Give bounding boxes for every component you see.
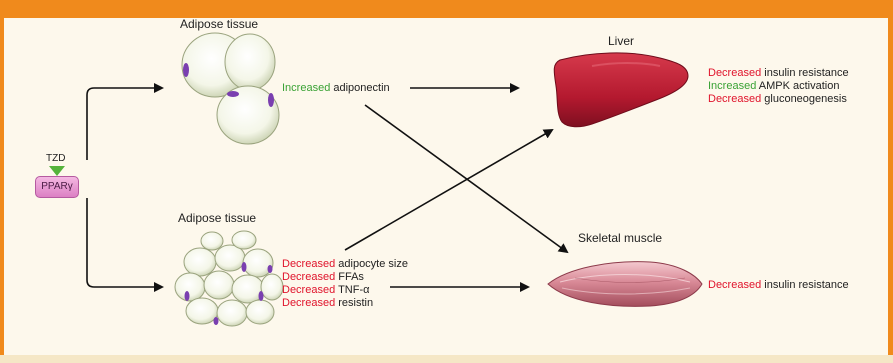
muscle-title: Skeletal muscle bbox=[578, 232, 662, 245]
tzd-arrow-icon bbox=[49, 166, 65, 176]
adipose-top-illustration bbox=[182, 33, 279, 144]
liver-effect: Increased AMPK activation bbox=[708, 80, 849, 93]
adipose-bottom-illustration bbox=[175, 231, 283, 326]
adipose-bottom-effect: Decreased adipocyte size bbox=[282, 258, 408, 271]
branch-arrow-bottom bbox=[87, 198, 162, 287]
muscle-illustration bbox=[548, 262, 702, 307]
adipose-bottom-effect: Decreased resistin bbox=[282, 297, 408, 310]
ppar-gamma-receptor: PPARγ bbox=[35, 176, 79, 198]
liver-effects: Decreased insulin resistance Increased A… bbox=[708, 67, 849, 106]
adipose-bottom-effect: Decreased FFAs bbox=[282, 271, 408, 284]
muscle-effect: Decreased insulin resistance bbox=[708, 279, 849, 292]
adipose-top-effect: Increased adiponectin bbox=[282, 82, 390, 95]
liver-effect: Decreased gluconeogenesis bbox=[708, 93, 849, 106]
arrow-adipose-to-liver bbox=[345, 130, 552, 250]
arrow-adiponectin-to-muscle bbox=[365, 105, 567, 252]
adipose-bottom-effects: Decreased adipocyte size Decreased FFAs … bbox=[282, 258, 408, 310]
liver-illustration bbox=[554, 53, 688, 127]
adipose-bottom-effect: Decreased TNF-α bbox=[282, 284, 408, 297]
adipose-bottom-title: Adipose tissue bbox=[178, 212, 256, 225]
liver-title: Liver bbox=[608, 35, 634, 48]
branch-arrow-top bbox=[87, 88, 162, 160]
tzd-label: TZD bbox=[46, 153, 65, 164]
liver-effect: Decreased insulin resistance bbox=[708, 67, 849, 80]
adipose-top-title: Adipose tissue bbox=[180, 18, 258, 31]
